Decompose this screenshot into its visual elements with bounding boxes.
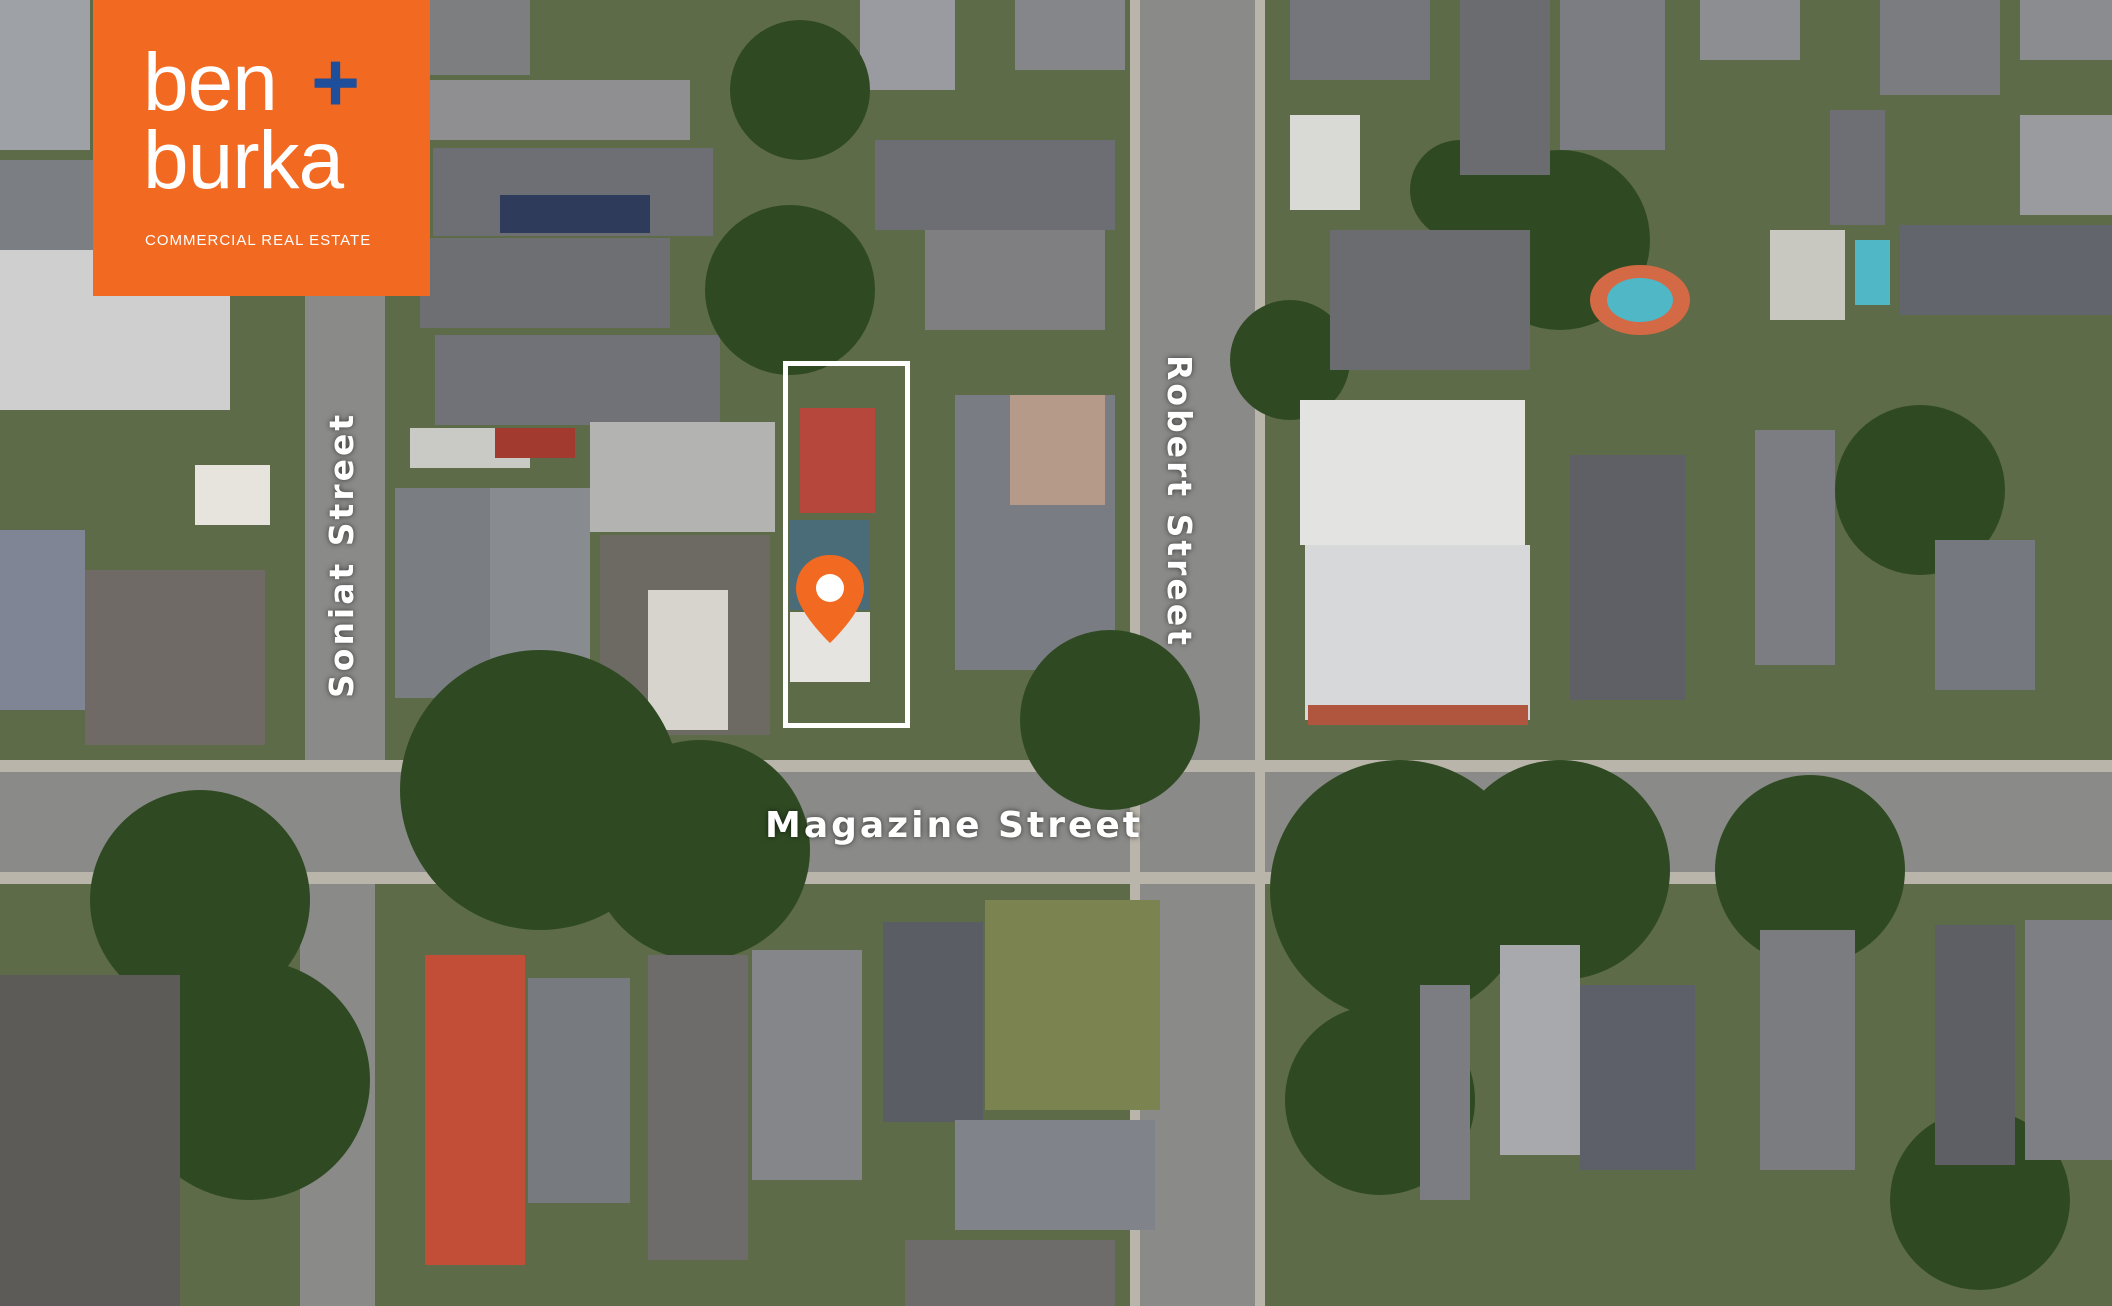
trees [90,20,2070,1290]
property-outline [783,361,910,728]
soniat-street-label: Soniat Street [322,411,361,698]
brand-logo: ben + burka COMMERCIAL REAL ESTATE [93,0,430,296]
buildings-east [1290,0,2112,1200]
logo-plus: + [311,35,361,129]
logo-tagline: COMMERCIAL REAL ESTATE [145,232,372,249]
buildings-south [0,900,1160,1306]
magazine-street-label: Magazine Street [765,805,1143,846]
location-pin-icon [796,555,864,643]
logo-word-burka: burka [143,115,344,206]
logo-word-ben: ben [143,37,278,128]
robert-street-label: Robert Street [1160,355,1199,648]
